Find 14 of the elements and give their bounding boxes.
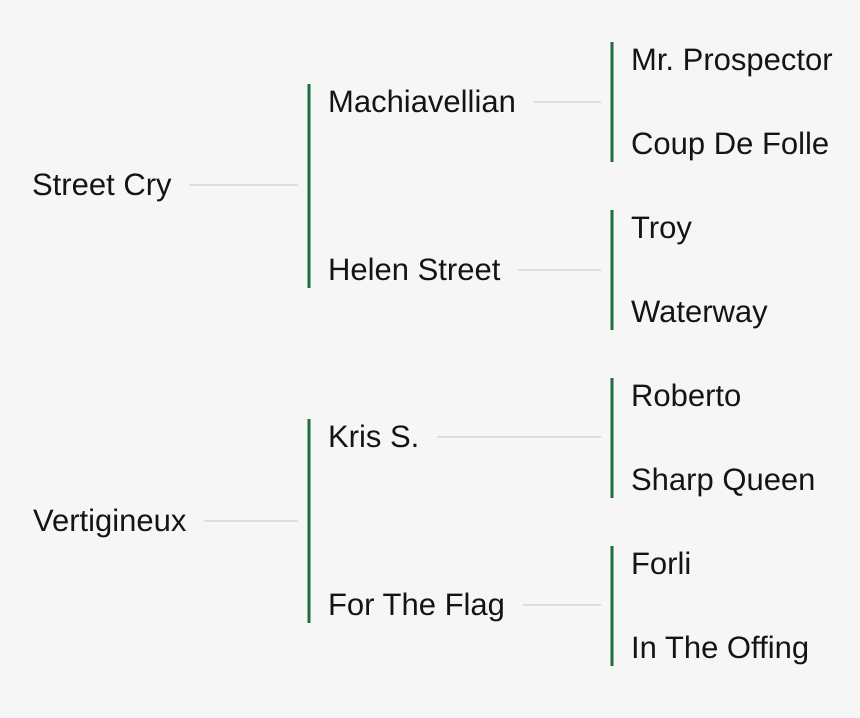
- pedigree-name: Coup De Folle: [631, 126, 830, 162]
- pedigree-name: Helen Street: [328, 252, 500, 288]
- pedigree-name: In The Offing: [631, 630, 810, 666]
- pedigree-name: Kris S.: [328, 419, 420, 455]
- pedigree-name: Machiavellian: [328, 84, 516, 120]
- pedigree-name: Vertigineux: [33, 503, 186, 539]
- pedigree-name: Forli: [631, 546, 692, 582]
- pedigree-name: Sharp Queen: [631, 462, 816, 498]
- pedigree-name: Waterway: [631, 294, 768, 330]
- pedigree-name: Mr. Prospector: [631, 42, 833, 78]
- pedigree-name: For The Flag: [328, 587, 505, 623]
- pedigree-name: Troy: [631, 210, 692, 246]
- pedigree-name: Roberto: [631, 378, 742, 414]
- pedigree-name: Street Cry: [32, 167, 172, 203]
